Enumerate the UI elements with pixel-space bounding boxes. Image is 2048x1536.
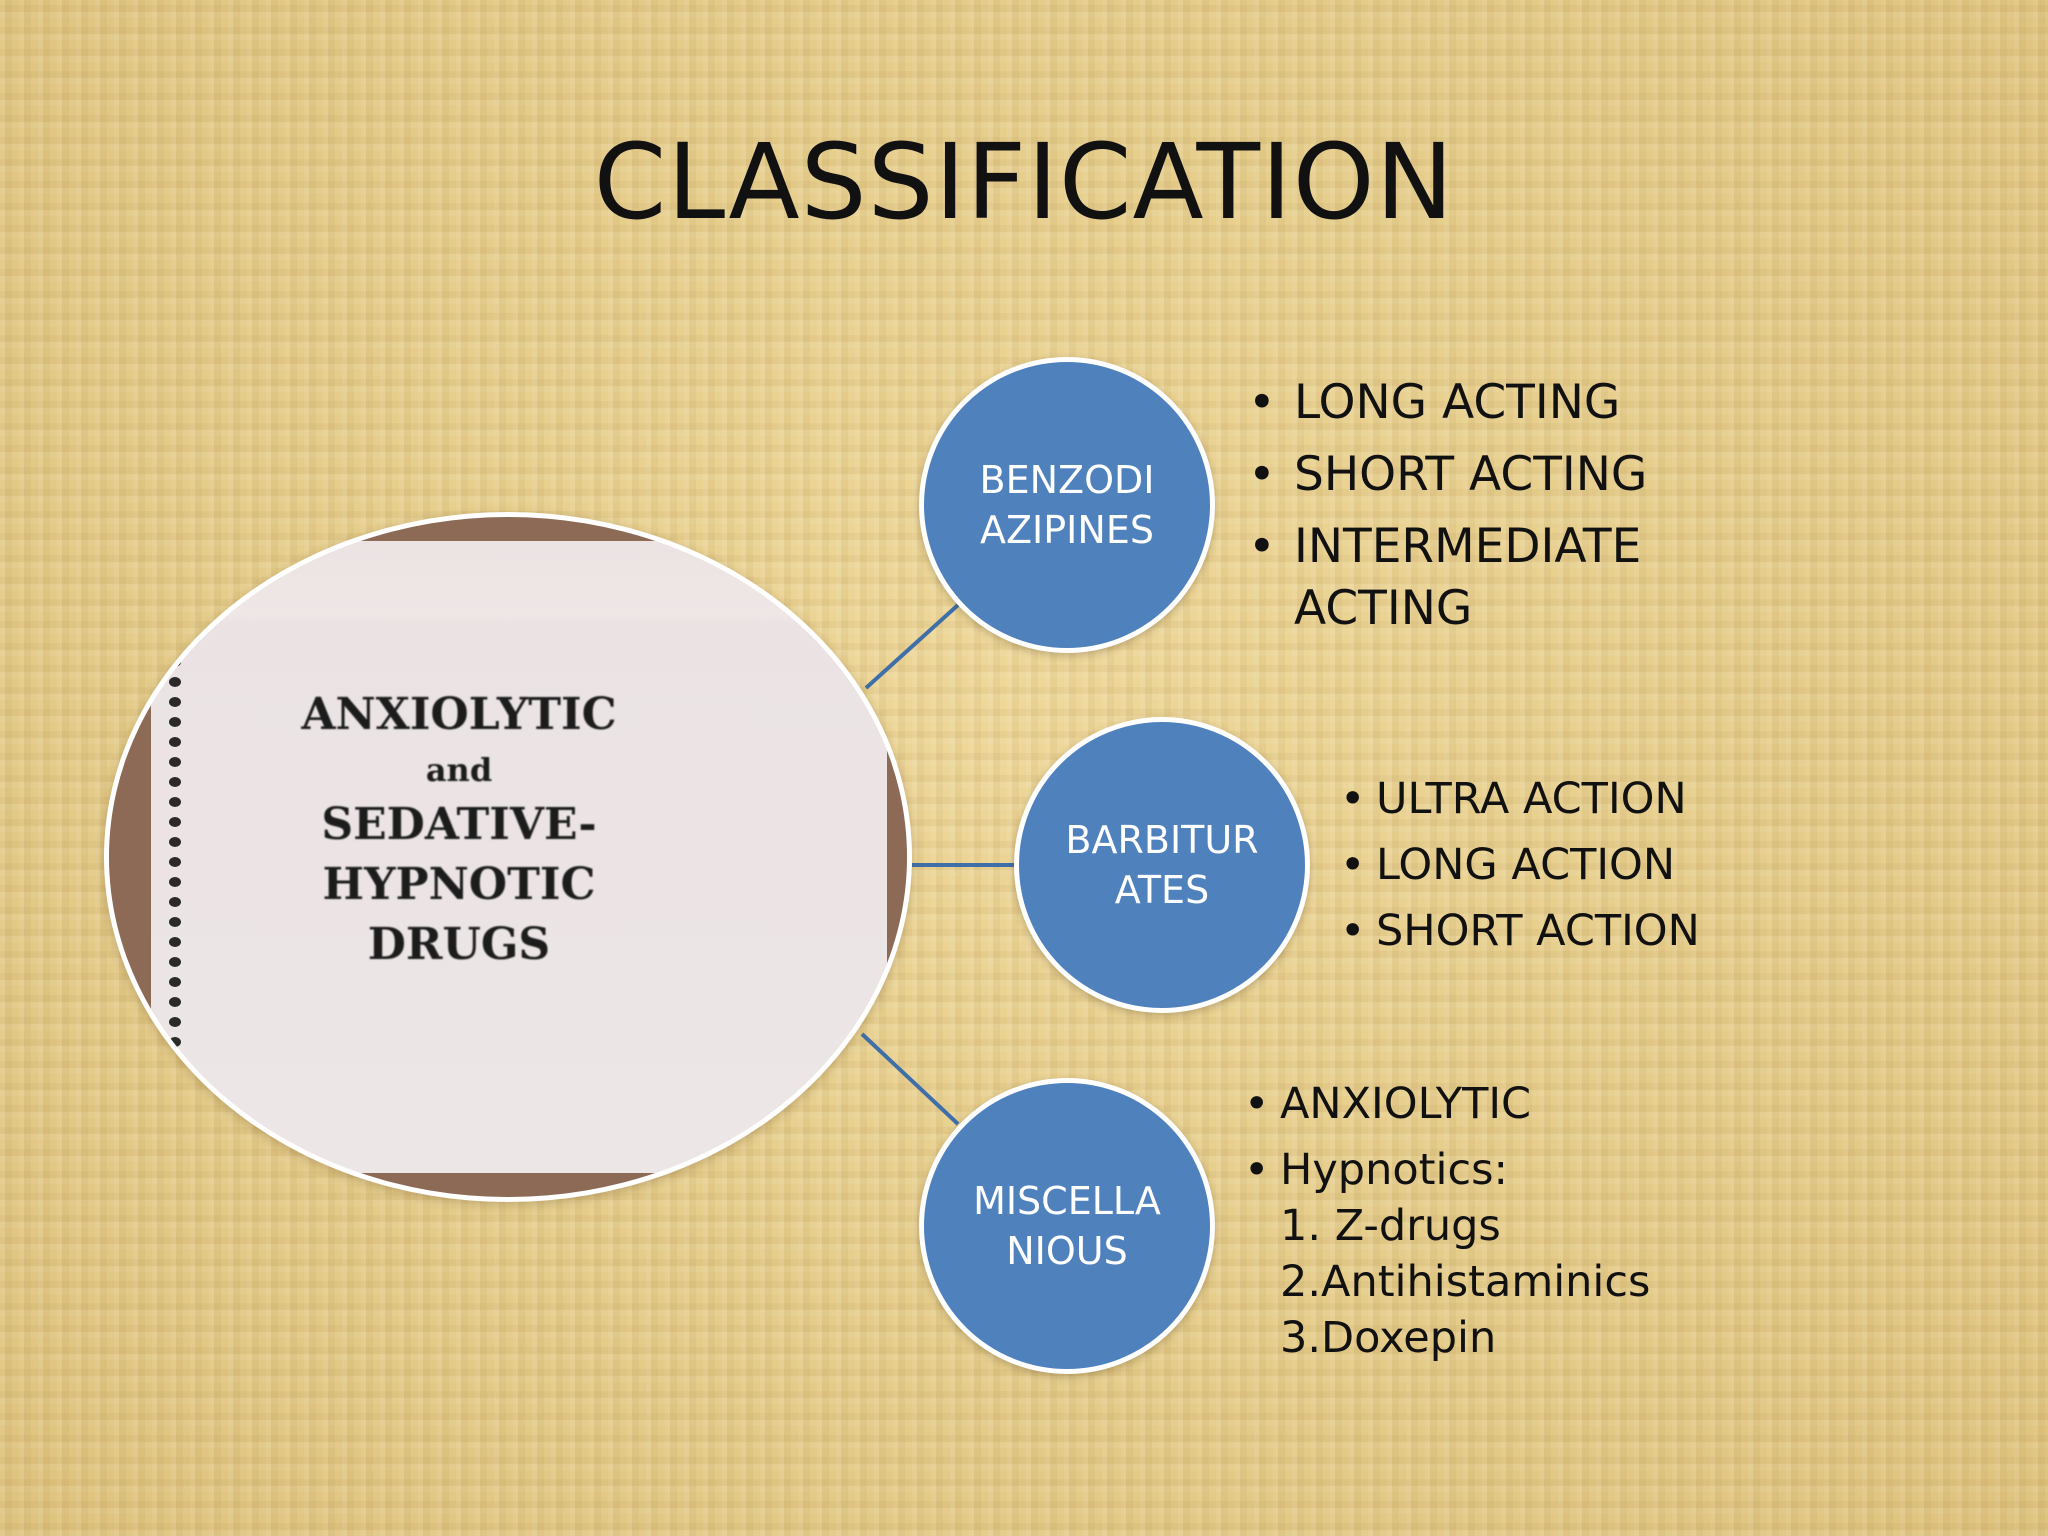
slide-title: CLASSIFICATION	[593, 121, 1455, 243]
list-item: ULTRA ACTION	[1340, 766, 1700, 832]
spiral-binding-icon	[169, 657, 187, 1077]
list-item-hypnotics: Hypnotics: 1. Z-drugs 2.Antihistaminics …	[1244, 1142, 1650, 1366]
node-miscellaneous: MISCELLA NIOUS	[919, 1078, 1215, 1374]
node-label-line1: BENZODI	[979, 458, 1155, 502]
list-item: INTERMEDIATE ACTING	[1248, 516, 1714, 640]
list-item: LONG ACTING	[1248, 372, 1714, 434]
node-label-line1: BARBITUR	[1065, 818, 1259, 862]
book-page	[151, 541, 887, 1173]
node-barbiturates: BARBITUR ATES	[1014, 717, 1310, 1013]
list-item: SHORT ACTING	[1248, 444, 1714, 506]
node-label-line2: ATES	[1114, 868, 1210, 912]
node-label-line1: MISCELLA	[973, 1179, 1161, 1223]
miscellaneous-subtypes-list: ANXIOLYTIC Hypnotics: 1. Z-drugs 2.Antih…	[1244, 1076, 1650, 1376]
node-label-line2: AZIPINES	[980, 508, 1154, 552]
list-item: LONG ACTION	[1340, 832, 1700, 898]
book-cover-edge-bottom	[109, 1173, 907, 1197]
hub-book-image: ANXIOLYTIC and SEDATIVE- HYPNOTIC DRUGS	[104, 512, 912, 1202]
list-item: SHORT ACTION	[1340, 898, 1700, 964]
book-title-line3: SEDATIVE-	[321, 799, 597, 850]
list-item: ANXIOLYTIC	[1244, 1076, 1650, 1132]
sub-item: 1. Z-drugs	[1280, 1201, 1501, 1251]
node-benzodiazepines: BENZODI AZIPINES	[919, 357, 1215, 653]
book-cover-edge	[109, 517, 907, 541]
barbiturates-subtypes-list: ULTRA ACTION LONG ACTION SHORT ACTION	[1340, 766, 1700, 964]
node-label-line2: NIOUS	[1006, 1229, 1128, 1273]
sub-item: 3.Doxepin	[1280, 1313, 1497, 1363]
sub-item: 2.Antihistaminics	[1280, 1257, 1651, 1307]
book-title: ANXIOLYTIC and SEDATIVE- HYPNOTIC DRUGS	[259, 685, 659, 975]
book-title-line1: ANXIOLYTIC	[301, 689, 617, 740]
book-title-line4: HYPNOTIC DRUGS	[322, 859, 596, 970]
hypnotics-label: Hypnotics:	[1280, 1145, 1508, 1195]
benzodiazepines-subtypes-list: LONG ACTING SHORT ACTING INTERMEDIATE AC…	[1248, 372, 1714, 650]
book-cover-edge-right	[887, 517, 907, 1197]
book-spine	[109, 517, 151, 1197]
book-title-line2: and	[425, 751, 493, 789]
